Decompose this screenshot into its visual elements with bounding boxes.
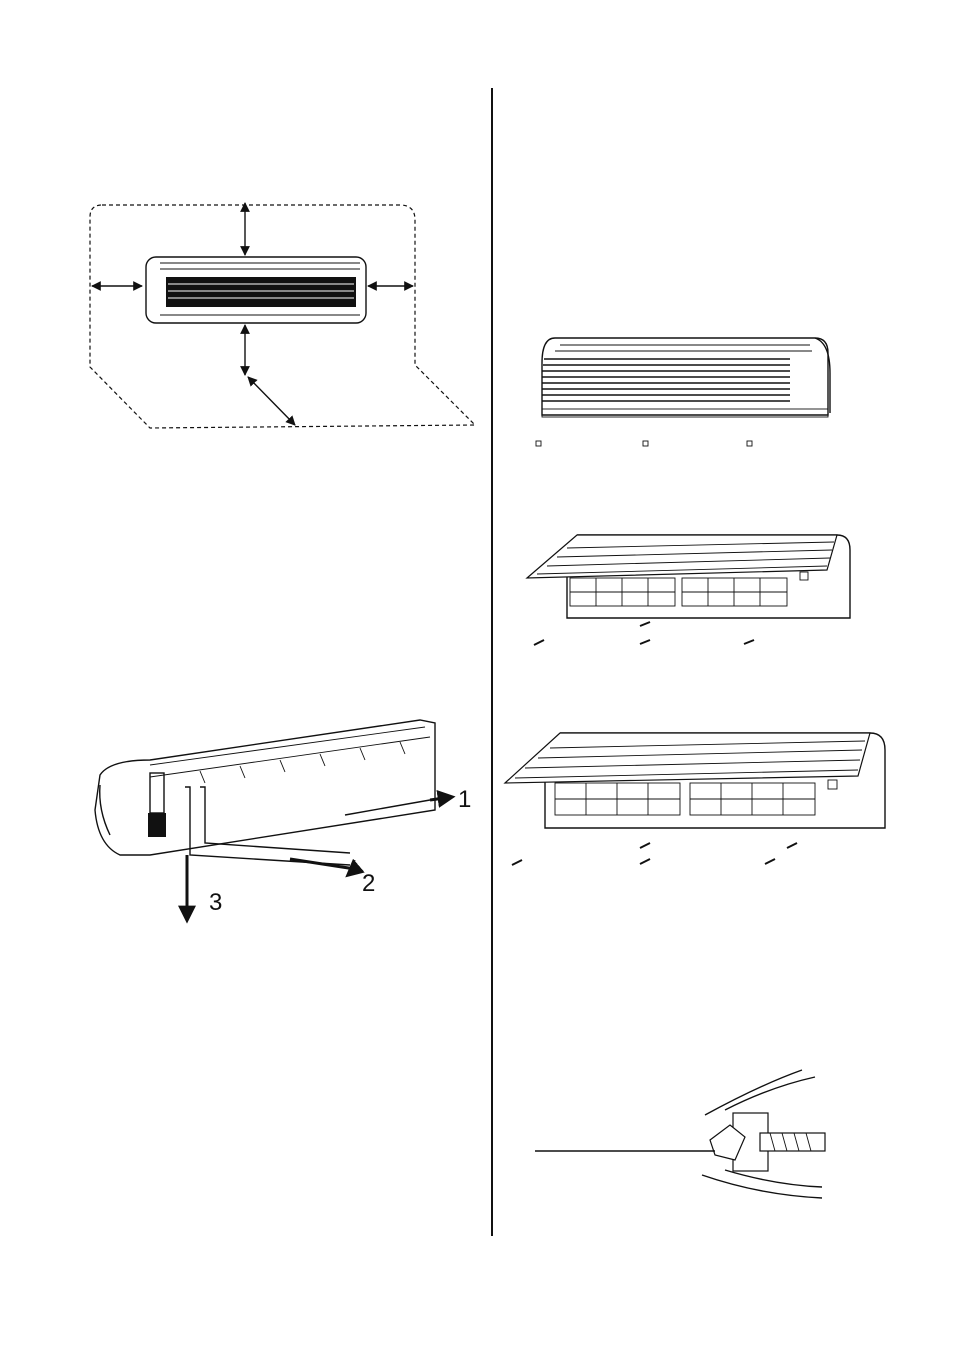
piping-label-1: 1	[458, 786, 472, 813]
clearance-diagram-icon	[89, 202, 477, 429]
column-divider	[491, 88, 493, 1236]
piping-direction-icon	[94, 719, 456, 924]
piping-label-2: 2	[362, 870, 376, 897]
screw-cap-detail-icon	[535, 1069, 826, 1199]
piping-label-3: 3	[209, 889, 223, 916]
unit-panel-open-icon	[525, 534, 851, 646]
unit-front-view-icon	[535, 337, 831, 447]
unit-panel-open-large-icon	[503, 732, 886, 866]
